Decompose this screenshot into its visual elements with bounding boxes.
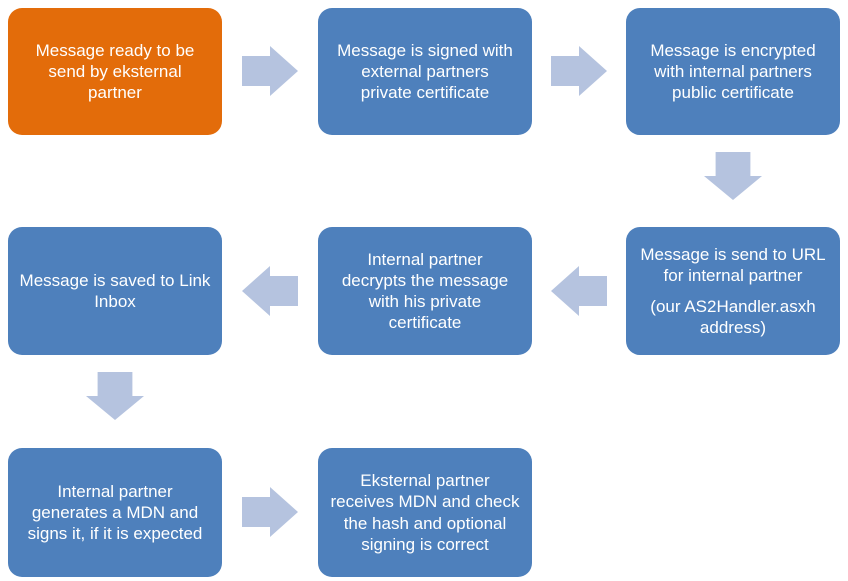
flow-step-4-sublabel: (our AS2Handler.asxh address) [650, 297, 816, 338]
arrow-right-icon [242, 46, 298, 96]
arrow-down-icon [86, 372, 144, 420]
flow-step-1-start-node: Message ready to be send by eksternal pa… [8, 8, 222, 135]
flow-step-8-node: Eksternal partner receives MDN and check… [318, 448, 532, 577]
flow-step-7-node: Internal partner generates a MDN and sig… [8, 448, 222, 577]
flow-step-6-label: Message is saved to Link Inbox [19, 270, 211, 311]
flow-step-7-label: Internal partner generates a MDN and sig… [27, 481, 203, 544]
flow-step-5-node: Internal partner decrypts the message wi… [318, 227, 532, 355]
flow-step-3-label: Message is encrypted with internal partn… [650, 40, 816, 103]
flow-step-4-node: Message is send to URL for internal part… [626, 227, 840, 355]
arrow-down-icon [704, 152, 762, 200]
flow-step-1-label: Message ready to be send by eksternal pa… [35, 40, 195, 103]
arrow-left-icon [551, 266, 607, 316]
arrow-right-icon [551, 46, 607, 96]
flow-step-2-label: Message is signed with external partners… [337, 40, 513, 103]
arrow-left-icon [242, 266, 298, 316]
flow-step-3-node: Message is encrypted with internal partn… [626, 8, 840, 135]
flow-step-5-label: Internal partner decrypts the message wi… [341, 249, 509, 333]
flow-step-8-label: Eksternal partner receives MDN and check… [330, 471, 520, 554]
arrow-right-icon [242, 487, 298, 537]
flow-step-4-label: Message is send to URL for internal part… [640, 244, 826, 285]
flow-step-2-node: Message is signed with external partners… [318, 8, 532, 135]
flow-step-6-node: Message is saved to Link Inbox [8, 227, 222, 355]
